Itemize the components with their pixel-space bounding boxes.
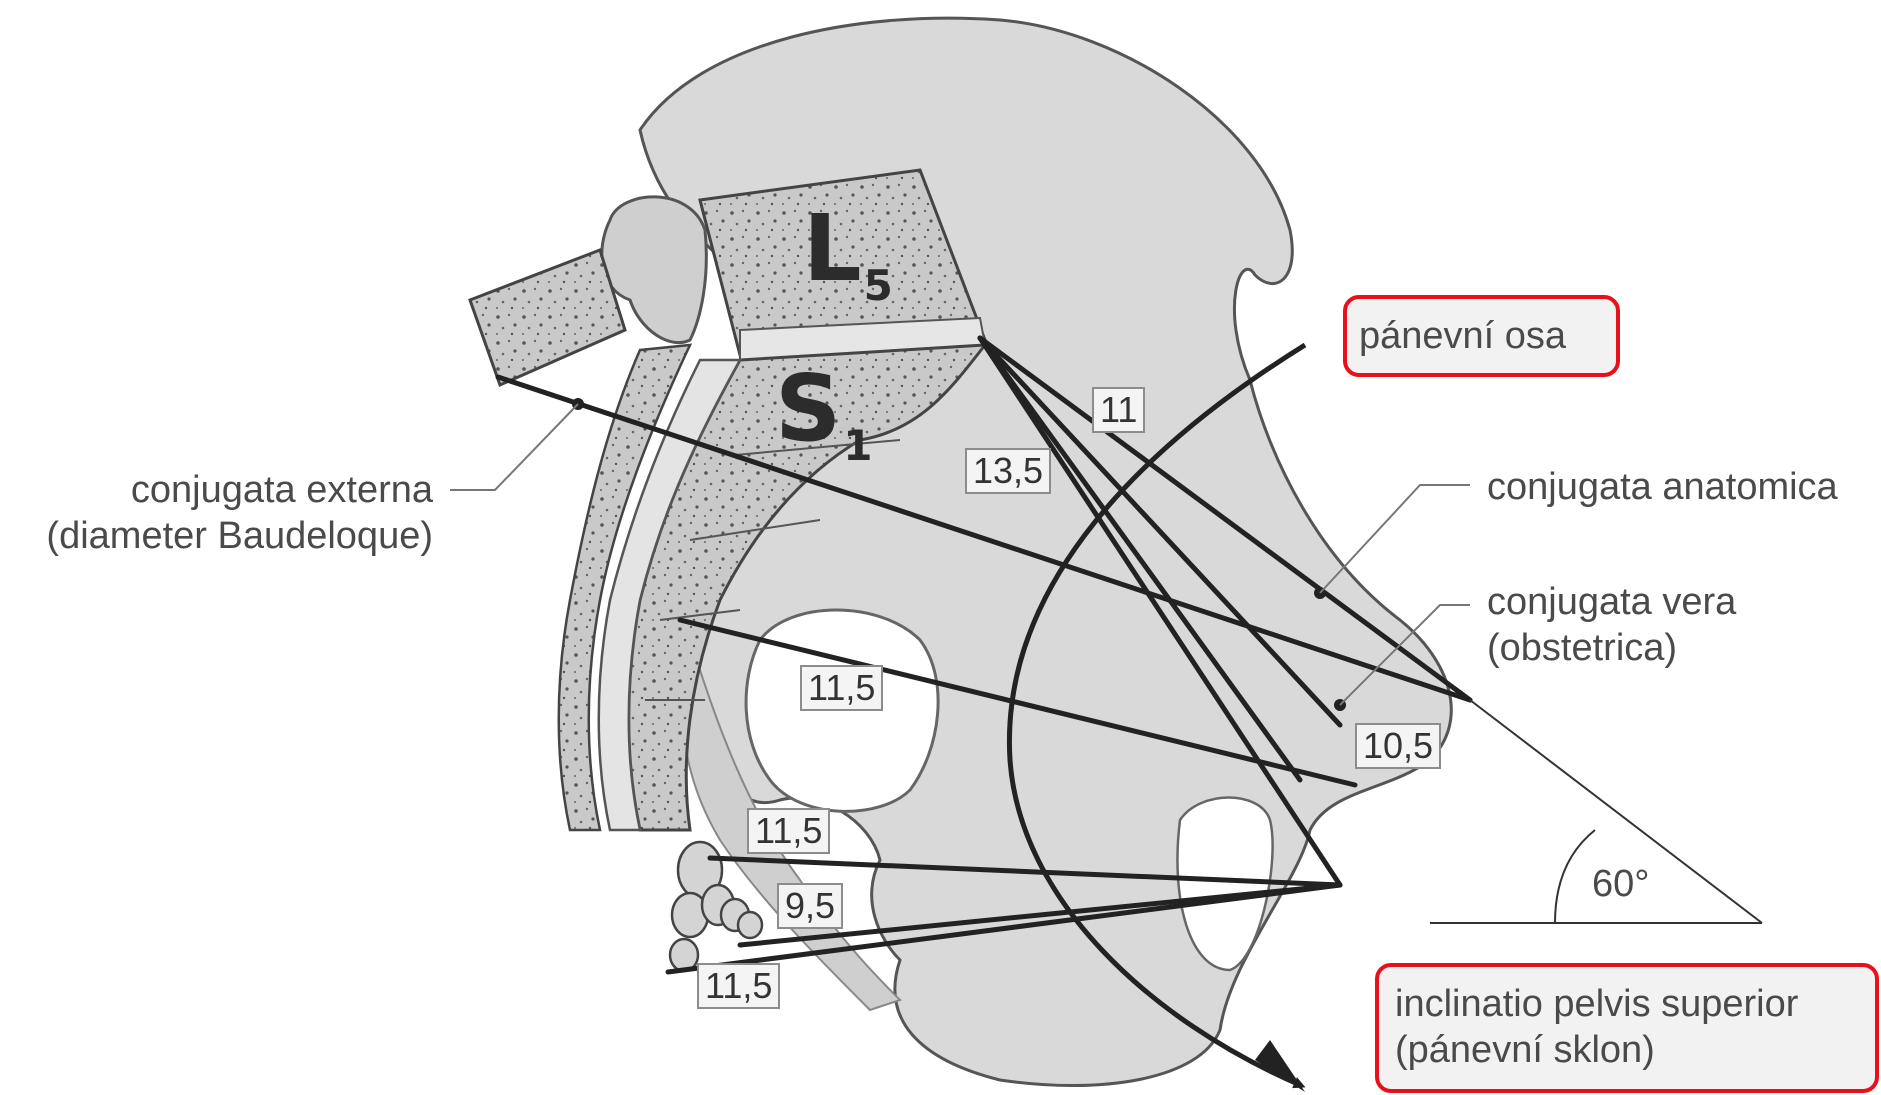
- conjugata-externa-label: conjugata externa (diameter Baudeloque): [46, 468, 433, 559]
- inclinatio-line1: inclinatio pelvis superior: [1395, 981, 1859, 1027]
- measurement-10-5: 10,5: [1355, 723, 1441, 769]
- measurement-11-5-mid: 11,5: [747, 808, 830, 854]
- conjugata-vera-text: conjugata vera: [1487, 580, 1736, 626]
- measurement-11-5-upper: 11,5: [800, 665, 883, 711]
- conjugata-vera-label: conjugata vera (obstetrica): [1487, 580, 1736, 671]
- measurement-11: 11: [1092, 387, 1145, 433]
- s1-label: S1: [775, 355, 873, 470]
- inclinatio-line2: (pánevní sklon): [1395, 1027, 1859, 1073]
- panevni-osa-callout: pánevní osa: [1343, 295, 1620, 377]
- conjugata-externa-text: conjugata externa: [46, 468, 433, 514]
- l5-label: L5: [803, 195, 893, 310]
- diameter-baudeloque-text: (diameter Baudeloque): [46, 514, 433, 560]
- panevni-osa-text: pánevní osa: [1347, 299, 1616, 373]
- measurement-13-5: 13,5: [965, 448, 1051, 494]
- obstetrica-text: (obstetrica): [1487, 626, 1736, 672]
- spinous-process: [470, 250, 625, 385]
- conjugata-anatomica-label: conjugata anatomica: [1487, 465, 1838, 511]
- measurement-11-5-lower: 11,5: [697, 963, 780, 1009]
- angle-label: 60°: [1592, 862, 1649, 908]
- inclinatio-callout: inclinatio pelvis superior (pánevní sklo…: [1375, 963, 1879, 1093]
- measurement-9-5: 9,5: [777, 883, 843, 929]
